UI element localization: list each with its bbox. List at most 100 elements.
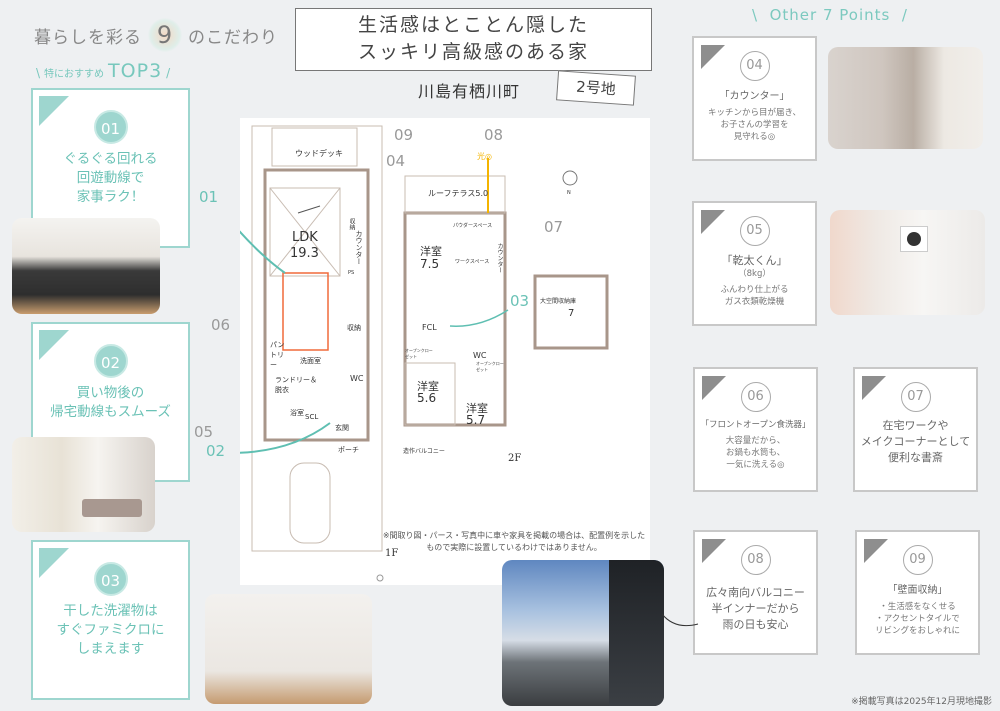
label-pantry: パントリー (270, 341, 285, 369)
headline-prefix: 暮らしを彩る (34, 27, 142, 48)
callout-07: 07 (544, 218, 564, 236)
point-card-07: 07 在宅ワークや メイクコーナーとして 便利な書斎 (853, 367, 978, 492)
card-desc: ・生活感をなくせる ・アクセントタイルで リビングをおしゃれに (874, 602, 960, 636)
callout-02: 02 (206, 442, 226, 460)
closet-photo (205, 594, 372, 704)
label-1f: 1F (385, 548, 399, 559)
label-counter: カウンター (355, 230, 363, 265)
corner-triangle-icon (39, 96, 69, 126)
card-text: ぐるぐる回れる 回遊動線で 家事ラク！ (63, 151, 158, 205)
callout-06: 06 (211, 316, 231, 334)
card-number: 05 (739, 216, 770, 246)
balcony-connector-line (661, 613, 699, 627)
label-laundry: ランドリー＆脱衣 (275, 376, 317, 394)
floor-plan-note: ※間取り図・パース・写真中に車や家具を掲載の場合は、配置例を示したもので実際に設… (382, 531, 646, 552)
card-number: 04 (739, 51, 770, 81)
label-room2: 洋室 (417, 380, 439, 393)
photo-footnote: ※掲載写真は2025年12月現地撮影 (851, 697, 992, 707)
card-text: 干した洗濯物は すぐファミクロに しまえます (56, 603, 165, 657)
corner-triangle-icon (701, 210, 725, 234)
other-points-heading: \ Other 7 Points / (752, 6, 908, 24)
card-number: 09 (902, 545, 933, 575)
top3-prefix: 特におすすめ (44, 69, 105, 80)
top3-heading: \ 特におすすめ TOP3 / (36, 60, 171, 82)
card-text: 買い物後の 帰宅動線もスムーズ (50, 385, 171, 420)
other-points-label: Other 7 Points (769, 6, 891, 24)
label-washroom: 洗面室 (300, 357, 321, 365)
label-light: 光◎ (477, 152, 492, 161)
card-desc: 大容量だから、 お鍋も水筒も、 一気に洗える◎ (725, 436, 786, 470)
point-card-05: 05 「乾太くん」 （8kg） ふんわり仕上がる ガス衣類乾燥機 (692, 201, 817, 326)
callout-08: 08 (484, 126, 504, 144)
label-balcony: 造作バルコニー (403, 448, 445, 455)
corner-triangle-icon (701, 45, 725, 69)
corner-triangle-icon (862, 376, 886, 400)
label-bath: 浴室 (290, 409, 304, 417)
card-text: 在宅ワークや メイクコーナーとして 便利な書斎 (860, 419, 971, 464)
card-title: 「壁面収納」 (887, 585, 948, 596)
card-number: 03 (93, 562, 128, 596)
callout-09: 09 (394, 126, 414, 144)
label-work: ワークスペース (455, 259, 490, 265)
label-ps: PS (348, 270, 355, 276)
card-text: 広々南向バルコニー 半インナーだから 雨の日も安心 (706, 586, 805, 631)
area-name: 川島有栖川町 (418, 82, 521, 101)
compass-north: N (567, 190, 571, 196)
kitchen-photo (12, 218, 160, 314)
callout-01: 01 (199, 188, 219, 206)
dryer-photo (830, 210, 985, 315)
entrance-photo (12, 437, 155, 532)
counter-photo (828, 47, 983, 149)
label-attic-size: 7 (568, 308, 575, 319)
callout-05: 05 (194, 423, 214, 441)
point-card-09: 09 「壁面収納」 ・生活感をなくせる ・アクセントタイルで リビングをおしゃれ… (855, 530, 980, 655)
label-storage: 収納 (347, 324, 361, 332)
card-desc: ふんわり仕上がる ガス衣類乾燥機 (720, 285, 789, 307)
title-line-2: スッキリ高級感のある家 (357, 41, 589, 63)
label-open-closet: オープンクローゼット (405, 348, 433, 359)
label-room2-size: 5.6 (417, 391, 437, 405)
label-counter-2f: カウンター (496, 243, 503, 273)
label-scl: SCL (305, 413, 319, 421)
label-deck: ウッドデッキ (295, 149, 343, 158)
card-desc: キッチンから目が届き、 お子さんの学習を 見守れる◎ (708, 108, 801, 142)
label-porch: ポーチ (338, 446, 359, 454)
label-storage: 収納 (348, 218, 355, 230)
card-number: 08 (740, 545, 771, 575)
label-attic: 大空間収納庫 (540, 298, 577, 305)
point-card-04: 04 「カウンター」 キッチンから目が届き、 お子さんの学習を 見守れる◎ (692, 36, 817, 161)
label-room1: 洋室 (420, 245, 442, 258)
corner-triangle-icon (702, 376, 726, 400)
floor-plan-drawing (240, 125, 609, 582)
card-title: 「乾太くん」 (721, 254, 788, 267)
corner-triangle-icon (39, 548, 69, 578)
label-roof-terrace: ルーフテラス5.0 (428, 189, 489, 198)
corner-triangle-icon (39, 330, 69, 360)
corner-triangle-icon (702, 539, 726, 563)
card-title: 「フロントオープン食洗器」 (700, 420, 811, 430)
corner-triangle-icon (864, 539, 888, 563)
floor-plan: ウッドデッキ LDK 19.3 収納 収納 カウンター PS パントリー 洗面室… (240, 118, 650, 585)
point-card-08: 08 広々南向バルコニー 半インナーだから 雨の日も安心 (693, 530, 818, 655)
compass-icon (562, 170, 578, 186)
card-title: 「カウンター」 (719, 91, 790, 102)
card-number: 02 (93, 344, 128, 378)
label-wc-2f: WC (473, 351, 487, 360)
headline-number: 9 (148, 18, 182, 52)
headline: 暮らしを彩る 9 のこだわり (34, 18, 278, 52)
label-entrance: 玄関 (335, 424, 349, 432)
card-number: 01 (93, 110, 128, 144)
headline-suffix: のこだわり (188, 27, 278, 48)
label-2f: 2F (508, 453, 522, 464)
callout-03: 03 (510, 292, 530, 310)
label-ldk: LDK (292, 230, 318, 245)
card-number: 07 (900, 382, 931, 412)
card-number: 06 (740, 382, 771, 412)
label-powder: パウダースペース (453, 223, 493, 229)
title-box: 生活感はとことん隠した スッキリ高級感のある家 (295, 8, 652, 71)
point-card-06: 06 「フロントオープン食洗器」 大容量だから、 お鍋も水筒も、 一気に洗える◎ (693, 367, 818, 492)
label-fcl: FCL (422, 323, 437, 332)
top3-label: TOP3 (108, 60, 163, 82)
label-ldk-size: 19.3 (290, 246, 319, 261)
callout-04: 04 (386, 152, 406, 170)
